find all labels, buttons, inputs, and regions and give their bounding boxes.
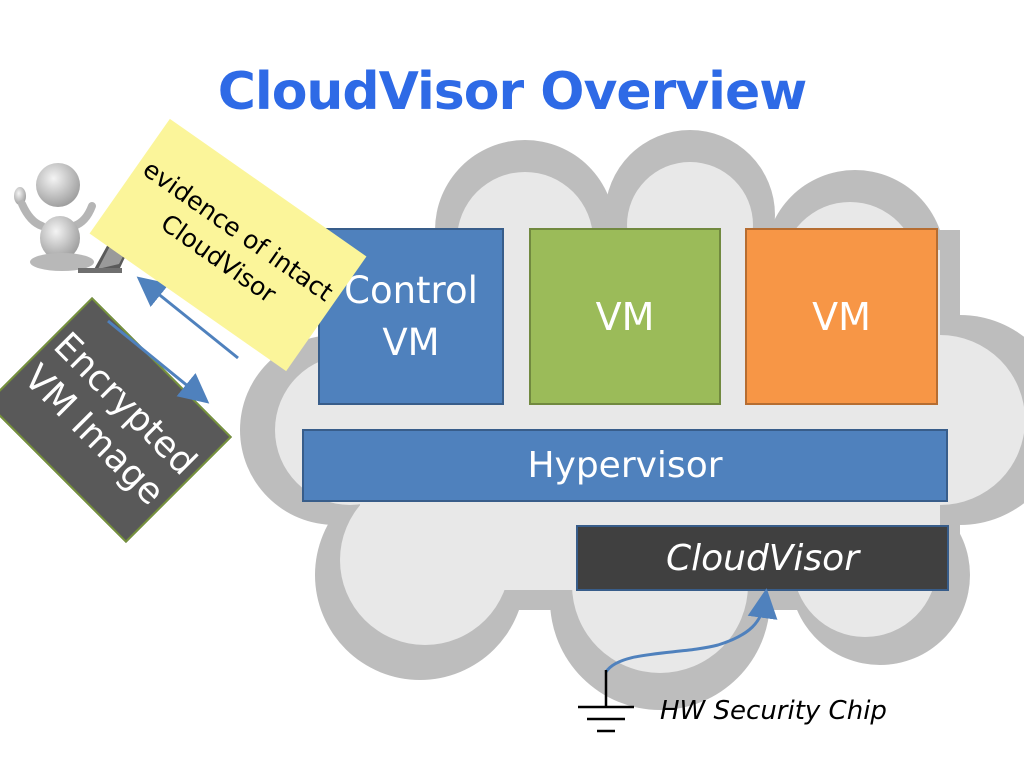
hypervisor-label: Hypervisor [527,445,723,486]
vm-box-orange: VM [745,228,938,405]
hypervisor-bar: Hypervisor [302,429,948,502]
control-vm-label-line1: Control [344,268,478,312]
control-vm-label-line2: VM [382,320,440,364]
hw-security-chip-label: HW Security Chip [660,696,887,726]
vm-box-green: VM [529,228,721,405]
cloudvisor-label: CloudVisor [665,537,860,579]
vm-label: VM [812,294,871,339]
cloudvisor-bar: CloudVisor [576,525,949,591]
page-title: CloudVisor Overview [217,62,808,122]
vm-label: VM [595,294,655,339]
